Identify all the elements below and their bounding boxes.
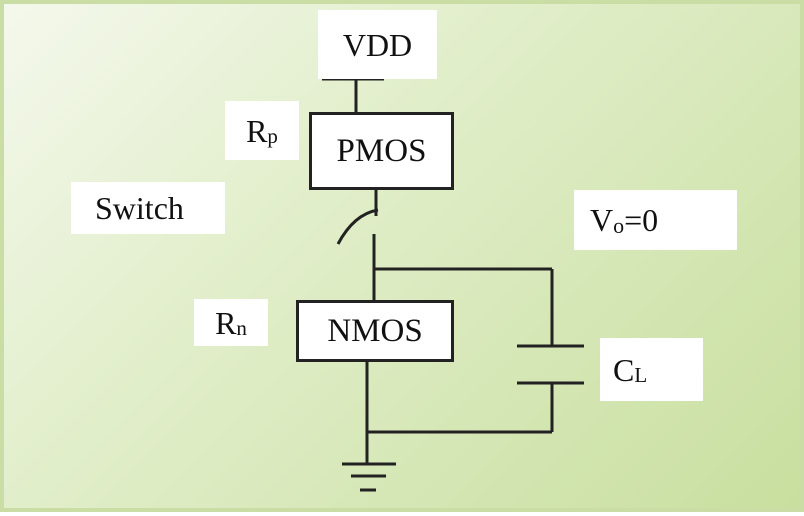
circuit-wiring <box>322 77 584 492</box>
switch-text: Switch <box>95 190 184 226</box>
switch-arc <box>336 208 379 245</box>
rn-sub: n <box>236 316 247 340</box>
pmos-label: PMOS <box>336 132 427 169</box>
nmos-box: NMOS <box>296 300 454 362</box>
rp-main: R <box>246 112 268 149</box>
rn-main: R <box>215 304 237 341</box>
vo-sub: o <box>613 213 625 238</box>
nmos-label: NMOS <box>327 312 423 349</box>
vdd-label: VDD <box>318 10 437 79</box>
vdd-text: VDD <box>342 26 413 63</box>
cl-sub: L <box>634 363 648 387</box>
vo-rest: =0 <box>624 202 659 238</box>
cl-main: C <box>613 351 635 388</box>
pmos-box: PMOS <box>309 112 454 190</box>
vo-main: V <box>590 202 614 238</box>
rp-sub: p <box>267 124 278 148</box>
switch-label: Switch <box>71 182 225 234</box>
